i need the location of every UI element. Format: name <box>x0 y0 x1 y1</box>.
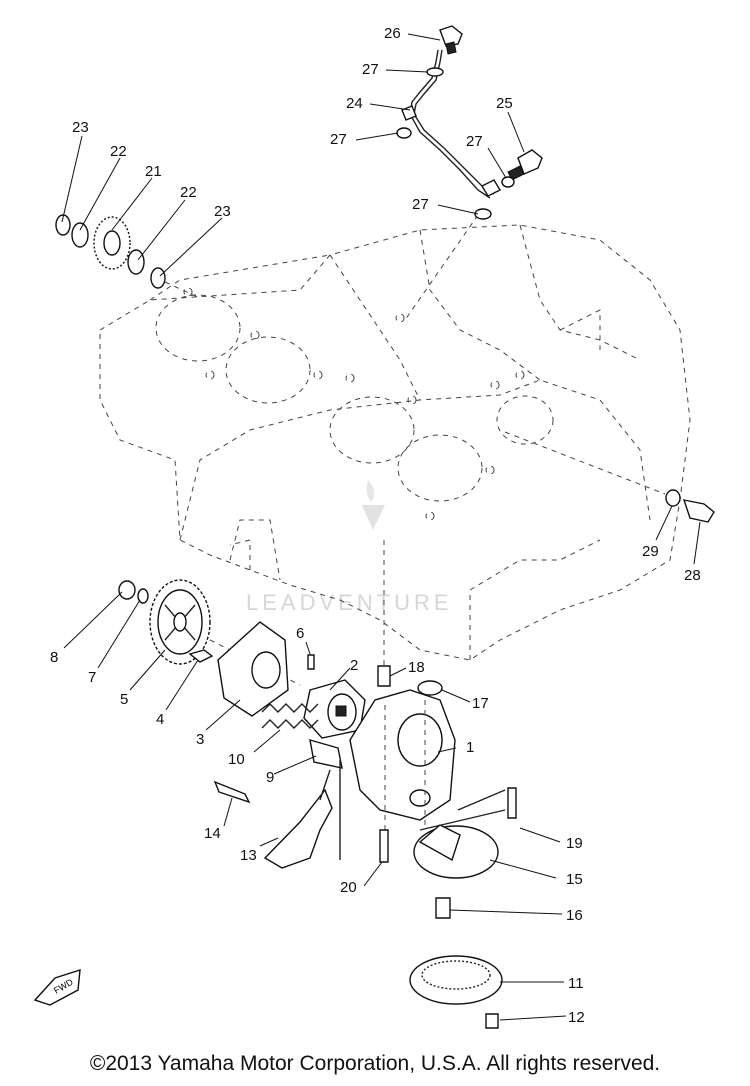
drain-line <box>504 431 666 495</box>
callout-8: 8 <box>50 649 58 666</box>
callout-2: 2 <box>350 657 358 674</box>
callout-10: 10 <box>228 751 245 768</box>
callout-19: 19 <box>566 835 583 852</box>
callout-27b: 27 <box>330 131 347 148</box>
washer-27d <box>474 208 492 220</box>
callout-27c: 27 <box>466 133 483 150</box>
callout-29: 29 <box>642 543 659 560</box>
screw-4 <box>188 649 214 663</box>
callout-22a: 22 <box>110 143 127 160</box>
idler-gear-assembly <box>55 214 201 299</box>
callout-22b: 22 <box>180 184 197 201</box>
crankcase-outline <box>99 224 691 661</box>
oil-strainer <box>409 955 503 1005</box>
callout-23b: 23 <box>214 203 231 220</box>
pump-cover <box>217 621 289 717</box>
collar-18 <box>377 665 391 687</box>
gasket-29 <box>665 489 681 507</box>
callout-5: 5 <box>120 691 128 708</box>
callout-17: 17 <box>472 695 489 712</box>
pump-rotor <box>303 679 366 739</box>
screw-12 <box>485 1013 499 1029</box>
dowel-pin-6 <box>307 654 315 670</box>
relief-valve <box>309 739 343 769</box>
pump-drive-gear <box>149 579 211 665</box>
pump-housing <box>349 689 456 830</box>
fwd-arrow-icon: FWD <box>33 969 81 1006</box>
callout-23a: 23 <box>72 119 89 136</box>
drain-bolt-28 <box>682 499 715 523</box>
relief-spring <box>261 703 319 729</box>
watermark: LEADVENTURE <box>246 480 453 615</box>
washer-7 <box>137 588 149 604</box>
callout-4: 4 <box>156 711 164 728</box>
oil-delivery-pipe <box>401 49 501 321</box>
callout-15: 15 <box>566 871 583 888</box>
callout-27a: 27 <box>362 61 379 78</box>
washer-27b <box>396 127 412 139</box>
bracket-lines <box>319 760 341 860</box>
nut-8 <box>118 580 136 600</box>
callout-28: 28 <box>684 567 701 584</box>
callout-21: 21 <box>145 163 162 180</box>
strainer-housing <box>413 789 506 879</box>
callout-1: 1 <box>466 739 474 756</box>
bolt-16 <box>435 897 451 919</box>
callout-27d: 27 <box>412 196 429 213</box>
callout-11: 11 <box>568 975 584 992</box>
bolt-14 <box>213 780 251 804</box>
callout-labels: 23 22 21 22 23 26 27 24 27 25 27 27 29 2… <box>50 25 701 1026</box>
bolt-19 <box>507 787 517 819</box>
callout-20: 20 <box>340 879 357 896</box>
o-ring-17 <box>417 680 443 696</box>
union-bolt-25 <box>507 149 543 181</box>
watermark-text: LEADVENTURE <box>246 590 453 615</box>
callout-18: 18 <box>408 659 425 676</box>
washer-27c <box>501 176 515 188</box>
callout-9: 9 <box>266 769 274 786</box>
callout-14: 14 <box>204 825 221 842</box>
callout-26: 26 <box>384 25 401 42</box>
callout-6: 6 <box>296 625 304 642</box>
callout-24: 24 <box>346 95 363 112</box>
callout-13: 13 <box>240 847 257 864</box>
washer-27a <box>426 67 444 77</box>
callout-16: 16 <box>566 907 583 924</box>
callout-12: 12 <box>568 1009 585 1026</box>
bolt-20 <box>379 829 389 863</box>
leader-lines <box>61 33 701 1021</box>
union-bolt-26 <box>439 25 463 55</box>
callout-25: 25 <box>496 95 513 112</box>
callout-7: 7 <box>88 669 96 686</box>
callout-3: 3 <box>196 731 204 748</box>
guide-plate <box>263 788 333 869</box>
copyright-notice: ©2013 Yamaha Motor Corporation, U.S.A. A… <box>89 1052 661 1075</box>
